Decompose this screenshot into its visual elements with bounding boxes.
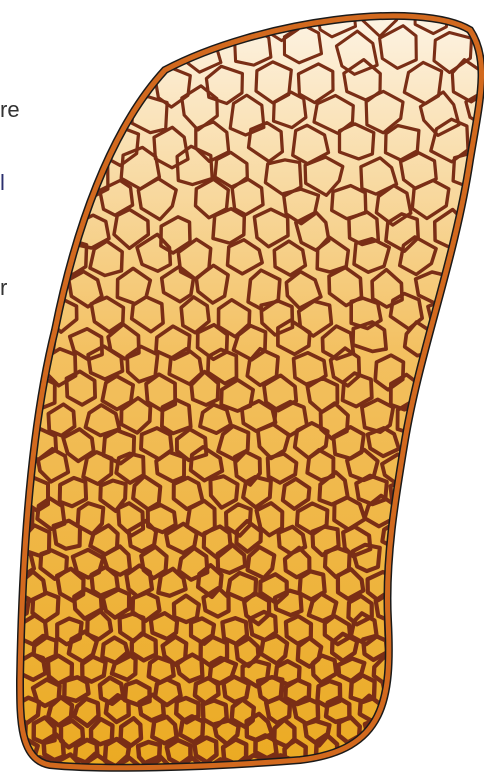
- cell: [479, 325, 484, 360]
- cell: [435, 736, 459, 762]
- cell: [384, 758, 408, 773]
- cell: [0, 121, 1, 160]
- cell: [0, 571, 7, 601]
- cell: [0, 426, 15, 459]
- cell: [400, 570, 425, 601]
- cell: [466, 639, 484, 666]
- cell: [6, 403, 32, 436]
- cell: [408, 735, 432, 763]
- cell: [461, 380, 484, 414]
- cell: [470, 661, 484, 688]
- cropped-text-fragment-2: l: [0, 170, 5, 196]
- cell: [424, 543, 452, 576]
- cell: [0, 739, 9, 766]
- cell: [418, 450, 446, 484]
- cell: [390, 543, 418, 571]
- cell: [7, 239, 38, 276]
- cell: [140, 27, 173, 67]
- cell: [476, 673, 484, 702]
- cell: [447, 591, 473, 619]
- cell: [438, 401, 466, 431]
- cell: [0, 325, 13, 357]
- cell: [448, 756, 471, 773]
- cell: [92, 31, 130, 73]
- cell: [421, 616, 445, 641]
- cell: [6, 351, 38, 388]
- cell: [0, 477, 12, 508]
- cell: [427, 699, 450, 726]
- cell: [157, 0, 195, 37]
- cell: [392, 702, 418, 728]
- cell: [472, 216, 484, 254]
- cell: [103, 59, 141, 98]
- cell: [474, 570, 484, 598]
- cell: [412, 424, 444, 458]
- cell: [33, 32, 70, 76]
- cell: [481, 756, 484, 773]
- cell: [0, 754, 21, 774]
- cell: [455, 615, 480, 640]
- cell: [465, 715, 484, 741]
- cell: [415, 593, 440, 621]
- cell: [462, 544, 484, 577]
- cell: [399, 638, 423, 665]
- cell: [446, 503, 473, 531]
- cell: [470, 297, 484, 331]
- cell: [12, 0, 48, 36]
- cell: [422, 758, 444, 773]
- cell: [450, 677, 475, 702]
- cell: [9, 297, 42, 332]
- cell: [469, 478, 484, 509]
- cell: [0, 615, 12, 643]
- cell: [412, 674, 437, 701]
- cell: [413, 523, 440, 555]
- cell: [458, 270, 484, 306]
- cell: [433, 721, 457, 747]
- cell: [356, 758, 379, 773]
- cell: [0, 703, 6, 727]
- cell: [14, 64, 51, 101]
- cropped-text-fragment-1: re: [0, 97, 20, 123]
- cell: [443, 657, 467, 683]
- cell: [14, 186, 47, 223]
- cell: [214, 0, 256, 38]
- cell: [400, 718, 423, 743]
- cell: [12, 126, 46, 160]
- cell: [428, 639, 455, 666]
- cell: [467, 737, 484, 764]
- cell: [478, 498, 484, 528]
- cell: [37, 152, 71, 191]
- cell: [405, 661, 429, 688]
- cell: [0, 526, 10, 558]
- cell: [378, 735, 400, 763]
- cropped-text-fragment-3: r: [0, 275, 7, 301]
- cell: [454, 525, 479, 554]
- cell: [475, 404, 484, 435]
- cell: [455, 697, 478, 723]
- cell: [449, 426, 479, 458]
- cell: [29, 212, 62, 246]
- cell: [60, 56, 99, 94]
- cell: [0, 31, 19, 75]
- cell: [410, 503, 437, 535]
- cell: [0, 380, 15, 412]
- cell: [431, 478, 458, 510]
- cell: [75, 94, 113, 131]
- cell: [438, 326, 468, 360]
- cell: [437, 571, 466, 599]
- cell: [455, 354, 484, 386]
- cell: [109, 3, 148, 41]
- cell: [63, 0, 97, 42]
- cell: [462, 454, 484, 486]
- cell: [30, 90, 67, 126]
- cell: [0, 659, 7, 686]
- cell: [0, 216, 15, 250]
- cell: [57, 125, 91, 160]
- cell: [426, 380, 457, 412]
